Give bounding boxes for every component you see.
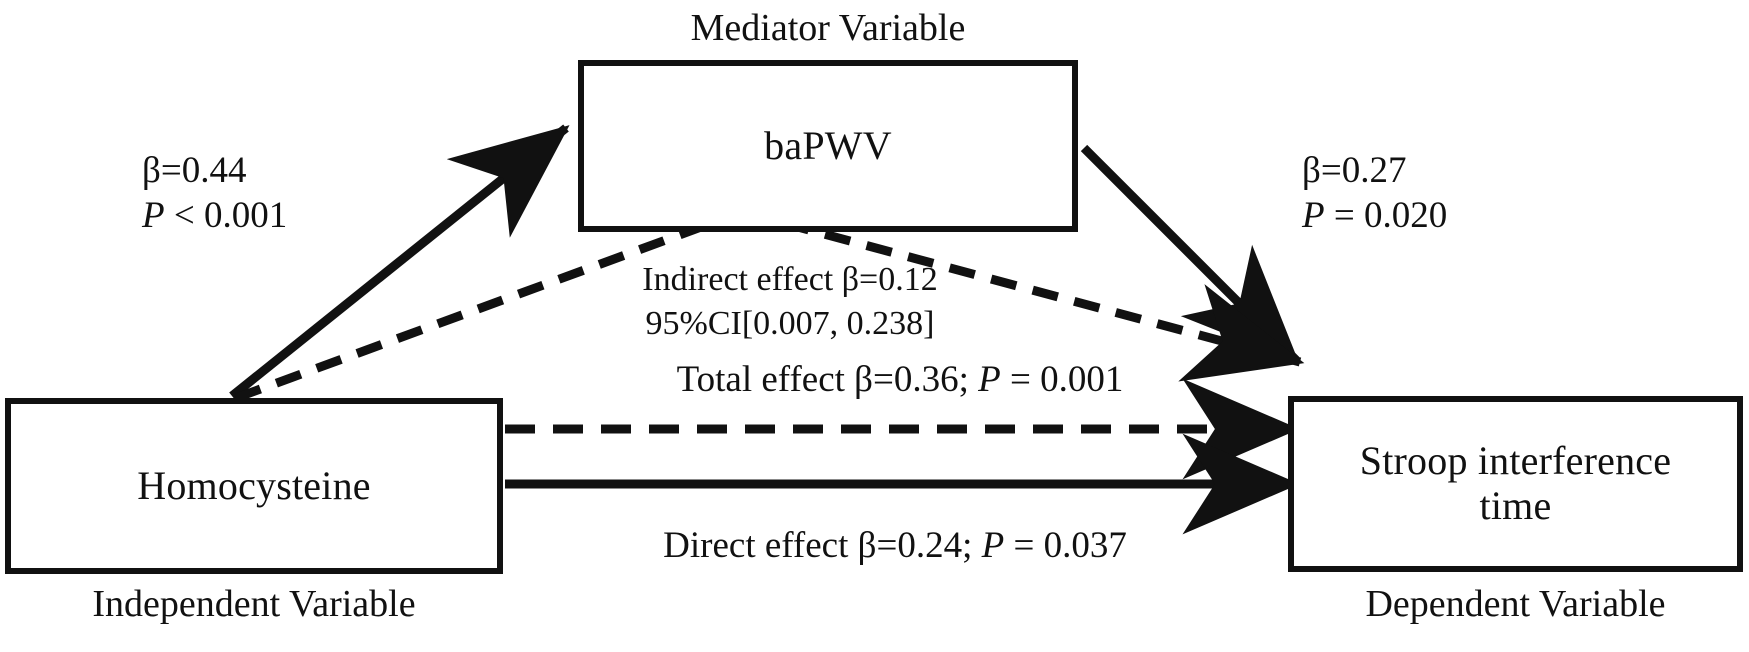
- total-effect-p-symbol: P: [978, 359, 1001, 400]
- indirect-effect-line-1: Indirect effect β=0.12: [642, 261, 938, 298]
- a-path-p-symbol: P: [142, 195, 165, 237]
- total-effect-label: Total effect β=0.36; P = 0.001: [540, 356, 1260, 403]
- indirect-effect-line-2: 95%CI[0.007, 0.238]: [645, 304, 935, 342]
- node-box-dependent[interactable]: Stroop interference time: [1288, 396, 1743, 572]
- edge-indirect-left-segment: [234, 207, 744, 403]
- independent-label: Homocysteine: [137, 462, 371, 508]
- direct-effect-p-symbol: P: [981, 525, 1005, 566]
- b-path-p-value: = 0.020: [1324, 195, 1448, 237]
- edge-indirect-right-segment: [740, 207, 1305, 382]
- node-box-independent[interactable]: Homocysteine: [5, 398, 503, 574]
- independent-role-label: Independent Variable: [92, 583, 416, 625]
- dependent-label-line-1: Stroop interference: [1359, 438, 1672, 484]
- direct-effect-label: Direct effect β=0.24; P = 0.037: [530, 522, 1260, 569]
- mediator-label: baPWV: [764, 122, 892, 168]
- a-path-label: β=0.44 P < 0.001: [142, 148, 287, 238]
- indirect-effect-label: Indirect effect β=0.12 95%CI[0.007, 0.23…: [560, 258, 1020, 345]
- dependent-role-label: Dependent Variable: [1365, 583, 1666, 625]
- dependent-label-line-2: time: [1479, 483, 1552, 528]
- a-path-p-value: < 0.001: [164, 195, 288, 237]
- dependent-label: Stroop interference time: [1359, 438, 1672, 529]
- total-effect-prefix: Total effect β=0.36;: [676, 359, 979, 400]
- b-path-p-symbol: P: [1302, 195, 1325, 237]
- edge-a-path-line: [229, 124, 570, 400]
- mediator-role-label: Mediator Variable: [690, 7, 966, 49]
- edge-b-path-line: [1080, 144, 1300, 364]
- b-path-beta: β=0.27: [1302, 150, 1407, 191]
- direct-effect-p-value: = 0.037: [1004, 525, 1127, 566]
- b-path-label: β=0.27 P = 0.020: [1302, 148, 1447, 238]
- total-effect-p-value: = 0.001: [1000, 359, 1124, 400]
- direct-effect-prefix: Direct effect β=0.24;: [663, 525, 982, 566]
- b-path-pvalue: P = 0.020: [1302, 193, 1447, 238]
- node-box-mediator[interactable]: baPWV: [578, 60, 1078, 232]
- a-path-beta: β=0.44: [142, 150, 247, 191]
- a-path-pvalue: P < 0.001: [142, 193, 287, 238]
